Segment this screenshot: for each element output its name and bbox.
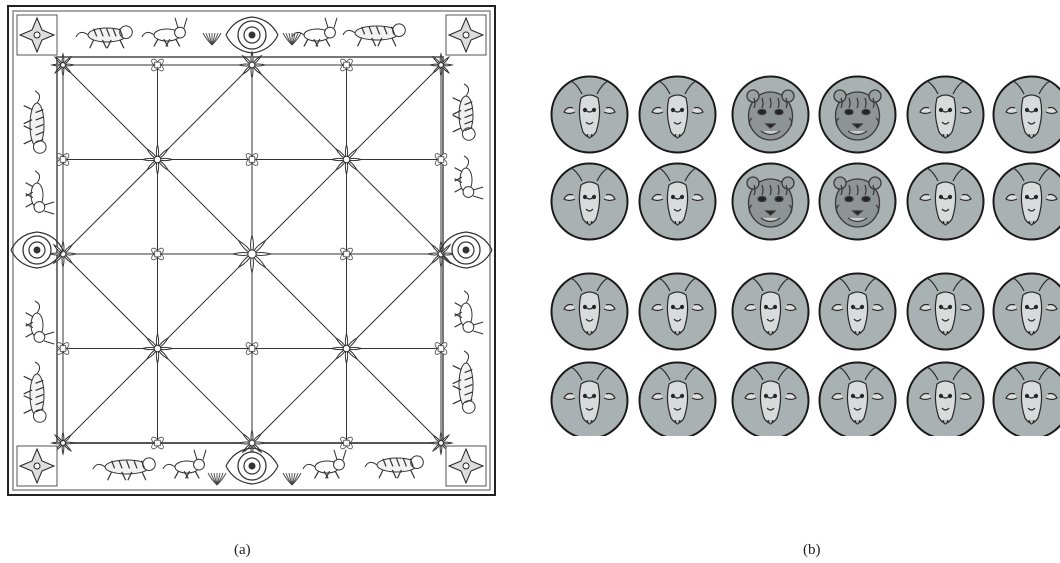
goat-icon — [549, 161, 630, 242]
tiger-piece[interactable] — [730, 161, 811, 242]
goat-piece[interactable] — [991, 161, 1060, 242]
game-pieces-set — [549, 74, 1060, 436]
goat-icon — [991, 360, 1060, 436]
goat-piece[interactable] — [991, 271, 1060, 352]
goat-icon — [549, 360, 630, 436]
goat-icon — [905, 161, 986, 242]
corner-star-icon — [446, 15, 486, 55]
edge-lotus-node — [50, 241, 76, 267]
goat-icon — [637, 360, 718, 436]
bagh-chal-board — [7, 5, 496, 496]
goat-icon — [991, 74, 1060, 155]
center-lotus-node — [233, 235, 271, 273]
corner-star-icon — [17, 446, 57, 486]
goat-icon — [817, 360, 898, 436]
tiger-icon — [817, 74, 898, 155]
tiger-icon — [817, 161, 898, 242]
lotus-node — [143, 145, 173, 175]
corner-star-icon — [17, 15, 57, 55]
goat-piece[interactable] — [817, 271, 898, 352]
board-drawing — [7, 5, 496, 496]
goat-piece[interactable] — [637, 360, 718, 436]
tiger-piece[interactable] — [730, 74, 811, 155]
goat-piece[interactable] — [991, 74, 1060, 155]
goat-piece[interactable] — [549, 271, 630, 352]
goat-piece[interactable] — [991, 360, 1060, 436]
tiger-piece[interactable] — [817, 74, 898, 155]
caption-b: (b) — [803, 542, 821, 559]
lotus-node — [143, 334, 173, 364]
goat-icon — [637, 161, 718, 242]
goat-piece[interactable] — [905, 271, 986, 352]
goat-icon — [991, 271, 1060, 352]
tiger-icon — [730, 74, 811, 155]
corner-lotus-node — [430, 54, 452, 76]
goat-piece[interactable] — [637, 74, 718, 155]
goat-icon — [637, 271, 718, 352]
goat-icon — [905, 74, 986, 155]
goat-piece[interactable] — [905, 360, 986, 436]
goat-piece[interactable] — [817, 360, 898, 436]
goat-piece[interactable] — [730, 271, 811, 352]
goat-icon — [549, 271, 630, 352]
goat-piece[interactable] — [549, 74, 630, 155]
lotus-node — [332, 145, 362, 175]
edge-lotus-node — [239, 52, 265, 78]
goat-icon — [991, 161, 1060, 242]
goat-icon — [817, 271, 898, 352]
corner-lotus-node — [52, 54, 74, 76]
goat-piece[interactable] — [637, 271, 718, 352]
edge-lotus-node — [428, 241, 454, 267]
lotus-node — [332, 334, 362, 364]
goat-piece[interactable] — [549, 360, 630, 436]
goat-piece[interactable] — [905, 161, 986, 242]
goat-piece[interactable] — [549, 161, 630, 242]
goat-piece[interactable] — [905, 74, 986, 155]
goat-icon — [730, 360, 811, 436]
goat-piece[interactable] — [730, 360, 811, 436]
tiger-piece[interactable] — [817, 161, 898, 242]
goat-icon — [637, 74, 718, 155]
caption-a: (a) — [234, 542, 251, 559]
goat-icon — [905, 271, 986, 352]
corner-star-icon — [446, 446, 486, 486]
goat-icon — [730, 271, 811, 352]
goat-piece[interactable] — [637, 161, 718, 242]
goat-icon — [905, 360, 986, 436]
goat-icon — [549, 74, 630, 155]
tiger-icon — [730, 161, 811, 242]
